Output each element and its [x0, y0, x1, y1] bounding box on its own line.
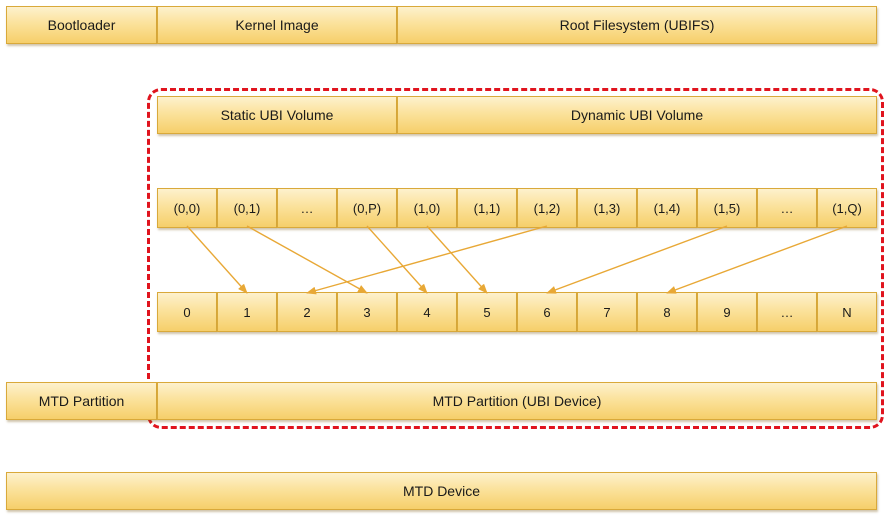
logical-eraseblock-cell: (0,1) — [217, 188, 277, 228]
dynamic-ubi-volume-label: Dynamic UBI Volume — [570, 107, 704, 123]
logical-eraseblock-label: … — [300, 200, 314, 216]
ubi-device-outline — [147, 88, 884, 429]
mtd-partition-label: MTD Partition — [38, 393, 125, 409]
logical-eraseblock-label: (0,0) — [173, 200, 201, 216]
mapping-arrow — [186, 225, 248, 294]
physical-eraseblock-label: N — [842, 304, 852, 320]
logical-eraseblock-cell: (1,1) — [457, 188, 517, 228]
physical-eraseblock-label: 5 — [483, 304, 491, 320]
physical-eraseblock-label: 1 — [243, 304, 251, 320]
physical-eraseblock-cell: N — [817, 292, 877, 332]
physical-eraseblock-label: 2 — [303, 304, 311, 320]
logical-eraseblock-label: (0,1) — [233, 200, 261, 216]
mapping-arrow — [366, 225, 428, 294]
logical-eraseblock-cell: (0,P) — [337, 188, 397, 228]
mapping-arrow — [246, 225, 368, 294]
physical-eraseblock-label: 9 — [723, 304, 731, 320]
physical-eraseblock-label: 6 — [543, 304, 551, 320]
mtd-partition-box: MTD Partition — [6, 382, 157, 420]
physical-eraseblock-cell: … — [757, 292, 817, 332]
bootloader-box: Bootloader — [6, 6, 157, 44]
physical-eraseblock-cell: 0 — [157, 292, 217, 332]
mtd-partition-ubi-device-label: MTD Partition (UBI Device) — [432, 393, 602, 409]
physical-eraseblock-label: 4 — [423, 304, 431, 320]
physical-eraseblock-cell: 4 — [397, 292, 457, 332]
physical-eraseblock-cell: 7 — [577, 292, 637, 332]
logical-eraseblock-label: (1,3) — [593, 200, 621, 216]
physical-eraseblock-label: 3 — [363, 304, 371, 320]
bootloader-label: Bootloader — [47, 17, 116, 33]
logical-eraseblock-cell: (1,3) — [577, 188, 637, 228]
logical-eraseblock-label: (1,0) — [413, 200, 441, 216]
physical-eraseblock-label: … — [780, 304, 794, 320]
kernel-image-box: Kernel Image — [157, 6, 397, 44]
logical-eraseblock-label: (1,2) — [533, 200, 561, 216]
logical-eraseblock-label: … — [780, 200, 794, 216]
logical-eraseblock-cell: (1,2) — [517, 188, 577, 228]
logical-eraseblock-cell: (1,5) — [697, 188, 757, 228]
logical-eraseblock-cell: (0,0) — [157, 188, 217, 228]
logical-eraseblock-label: (1,Q) — [832, 200, 862, 216]
logical-eraseblock-cell: … — [277, 188, 337, 228]
mtd-device-label: MTD Device — [402, 483, 480, 499]
physical-eraseblock-label: 7 — [603, 304, 611, 320]
mapping-arrow — [306, 225, 548, 295]
logical-eraseblock-label: (1,5) — [713, 200, 741, 216]
physical-eraseblock-cell: 3 — [337, 292, 397, 332]
logical-eraseblock-label: (0,P) — [352, 200, 382, 216]
logical-eraseblock-cell: (1,4) — [637, 188, 697, 228]
dynamic-ubi-volume-box: Dynamic UBI Volume — [397, 96, 877, 134]
logical-eraseblock-cell: (1,Q) — [817, 188, 877, 228]
static-ubi-volume-box: Static UBI Volume — [157, 96, 397, 134]
root-filesystem-box: Root Filesystem (UBIFS) — [397, 6, 877, 44]
physical-eraseblock-cell: 9 — [697, 292, 757, 332]
physical-eraseblock-label: 0 — [183, 304, 191, 320]
mtd-device-box: MTD Device — [6, 472, 877, 510]
root-filesystem-label: Root Filesystem (UBIFS) — [559, 17, 715, 33]
logical-eraseblock-cell: (1,0) — [397, 188, 457, 228]
logical-eraseblock-cell: … — [757, 188, 817, 228]
physical-eraseblock-cell: 1 — [217, 292, 277, 332]
kernel-image-label: Kernel Image — [235, 17, 319, 33]
mapping-arrow — [666, 225, 848, 294]
static-ubi-volume-label: Static UBI Volume — [220, 107, 334, 123]
mtd-partition-ubi-device-box: MTD Partition (UBI Device) — [157, 382, 877, 420]
logical-eraseblock-label: (1,4) — [653, 200, 681, 216]
physical-eraseblock-label: 8 — [663, 304, 671, 320]
mapping-arrow — [546, 225, 728, 294]
logical-eraseblock-label: (1,1) — [473, 200, 501, 216]
mapping-arrow — [426, 225, 488, 294]
